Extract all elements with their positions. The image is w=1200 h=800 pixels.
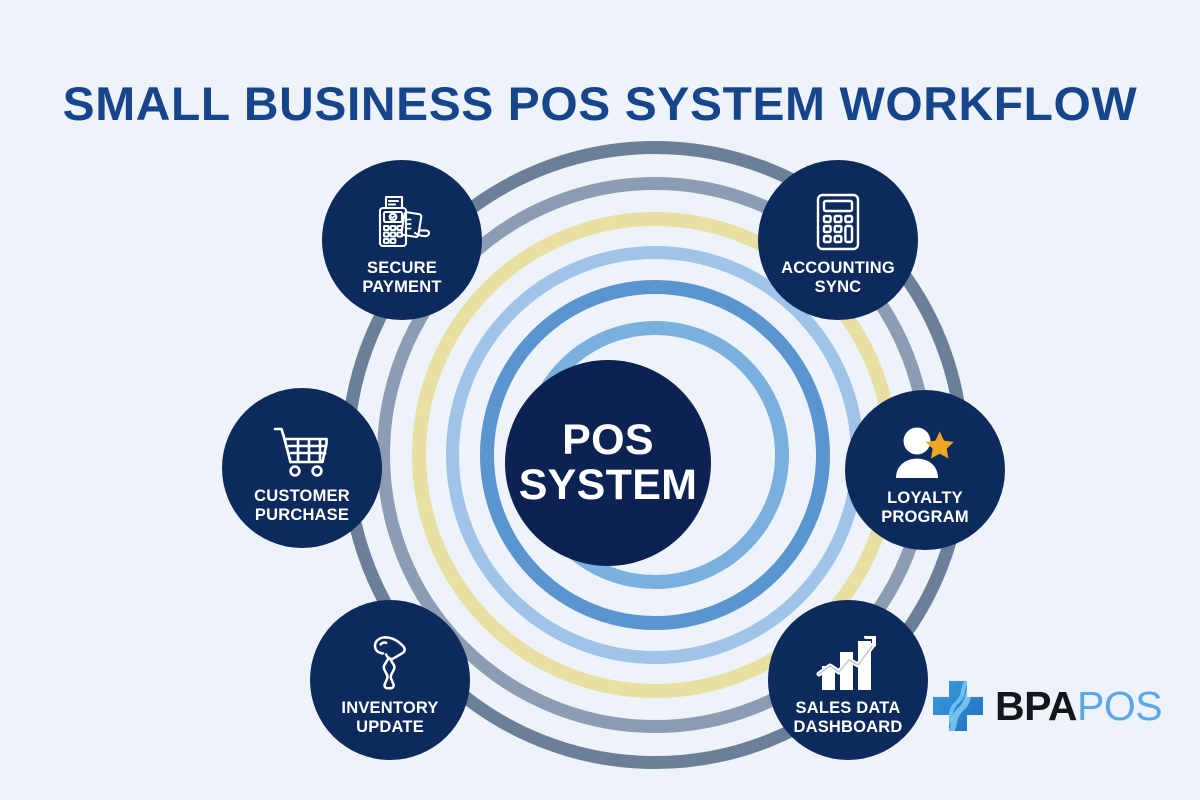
hub-label-line2: SYSTEM (518, 461, 698, 509)
hub-label-line1: POS (562, 416, 654, 465)
node-label-line2: PURCHASE (254, 505, 350, 524)
blue-cross-swoosh-icon (930, 678, 986, 734)
node-inventory-update[interactable]: INVENTORY UPDATE (310, 600, 470, 760)
person-star-icon (892, 420, 958, 482)
node-label-line2: DASHBOARD (793, 717, 903, 736)
node-label-line2: PAYMENT (362, 277, 442, 296)
node-label-line1: SECURE (367, 259, 437, 278)
page-title: SMALL BUSINESS POS SYSTEM WORKFLOW (62, 77, 1138, 130)
node-label-line1: ACCOUNTING (781, 259, 895, 278)
node-label-line1: CUSTOMER (254, 487, 350, 506)
calculator-icon (813, 190, 863, 252)
card-terminal-icon (370, 190, 434, 252)
barcode-scanner-icon (361, 630, 419, 692)
node-label-line2: SYNC (814, 277, 862, 296)
node-loyalty-program[interactable]: LOYALTY PROGRAM (845, 390, 1005, 550)
shopping-cart-icon (271, 418, 333, 480)
bar-chart-trend-icon (816, 630, 880, 692)
node-label-line2: PROGRAM (881, 507, 969, 526)
node-label-line1: INVENTORY (341, 699, 439, 718)
logo-text-primary: BPA (995, 682, 1078, 729)
logo-text-secondary: POS (1077, 682, 1163, 729)
node-customer-purchase[interactable]: CUSTOMER PURCHASE (222, 388, 382, 548)
node-accounting-sync[interactable]: ACCOUNTING SYNC (758, 160, 918, 320)
logo-wordmark: BPAPOS (995, 682, 1163, 729)
node-sales-dashboard[interactable]: SALES DATA DASHBOARD (768, 600, 928, 760)
node-label-line1: LOYALTY (887, 489, 963, 508)
bpa-pos-logo[interactable]: BPAPOS (930, 678, 1163, 734)
node-secure-payment[interactable]: SECURE PAYMENT (322, 160, 482, 320)
pos-system-hub: POS SYSTEM (505, 360, 711, 566)
node-label-line2: UPDATE (356, 717, 424, 736)
node-label-line1: SALES DATA (795, 699, 901, 718)
